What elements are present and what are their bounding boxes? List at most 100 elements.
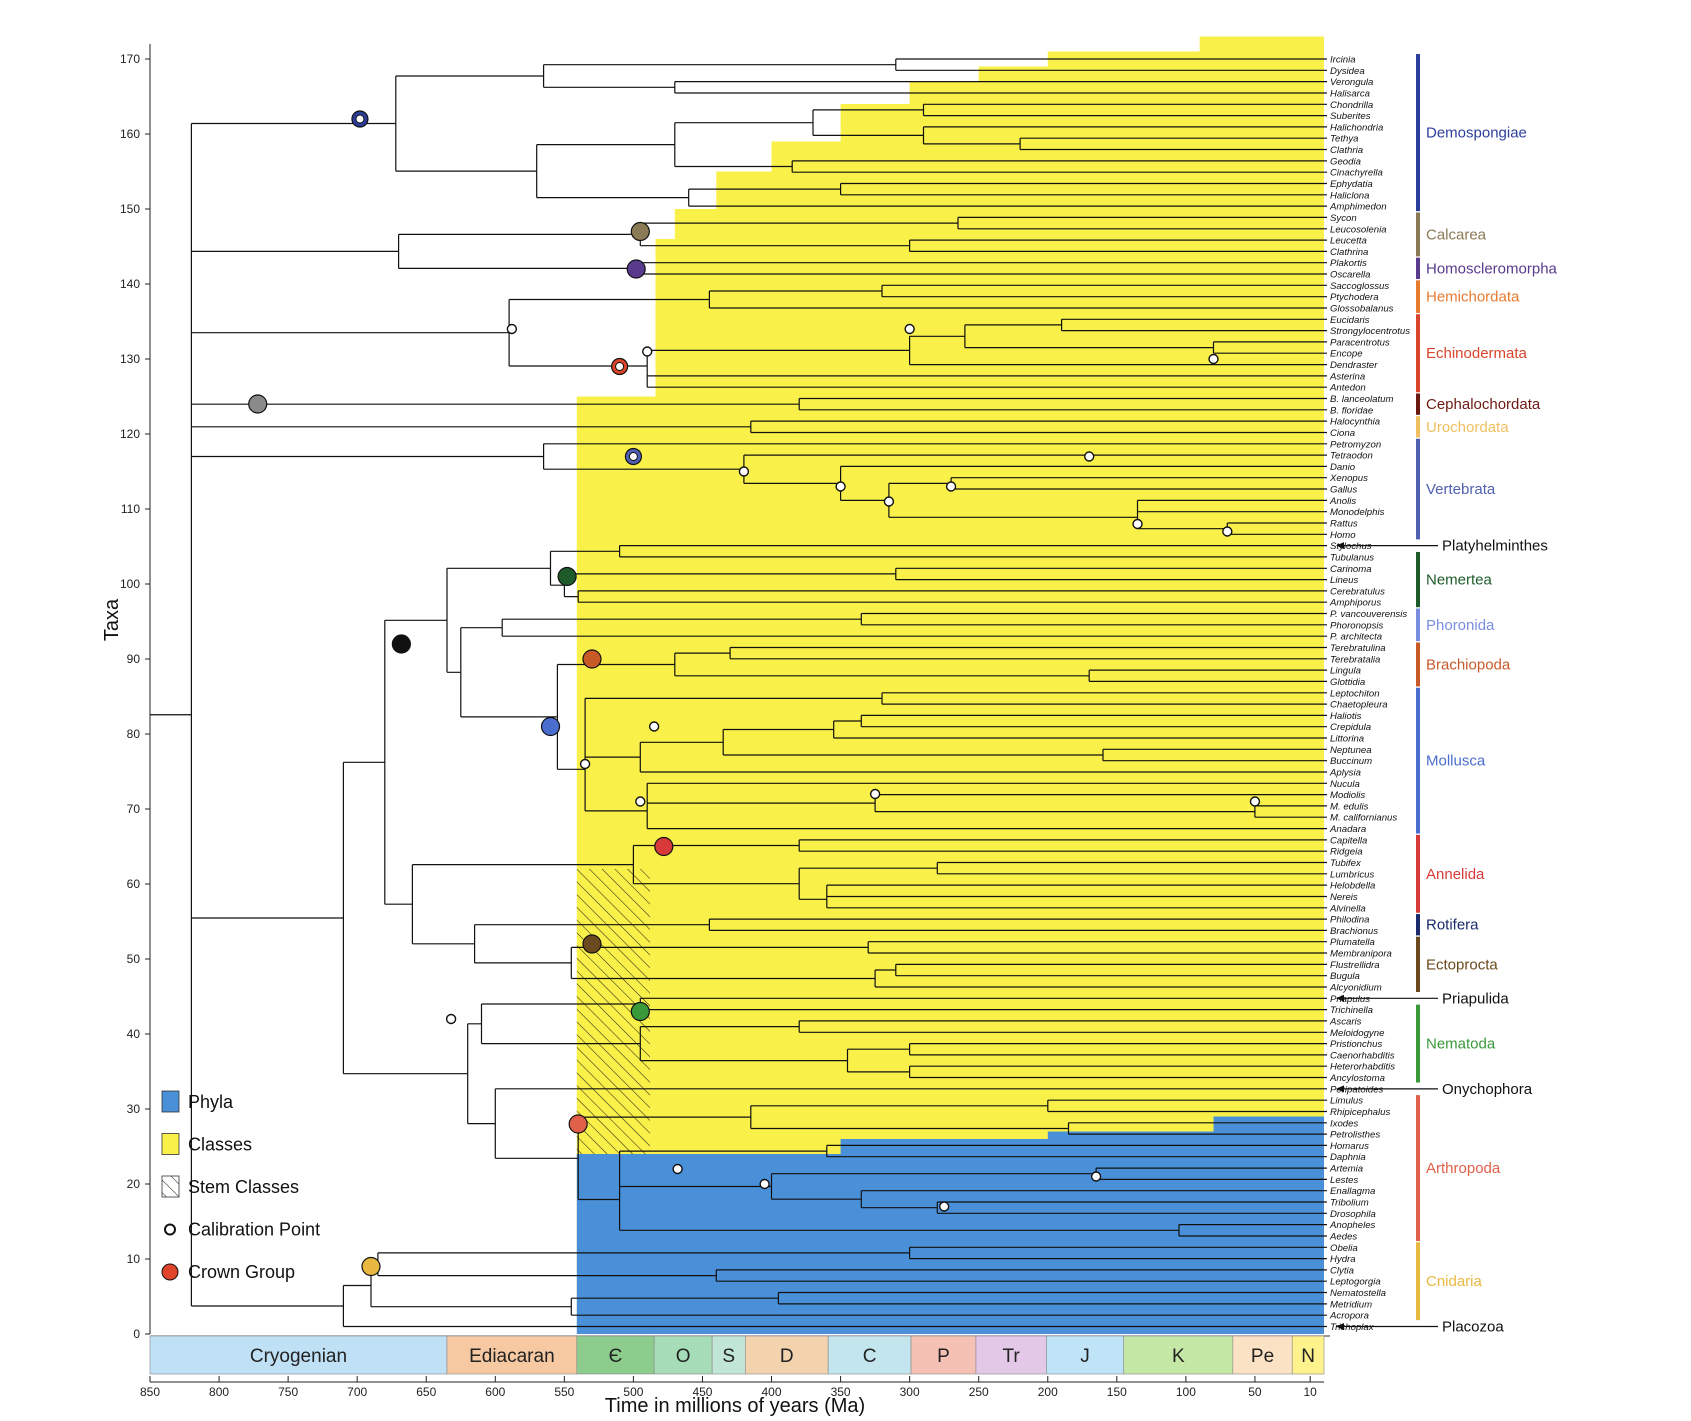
taxon-label: Ciona: [1330, 428, 1355, 439]
taxon-label: Tubulanus: [1330, 552, 1374, 563]
taxon-label: Trichoplax: [1330, 1322, 1375, 1333]
taxon-label: Helobdella: [1330, 881, 1375, 892]
clade-label: Demospongiae: [1426, 125, 1527, 142]
calibration-point: [355, 114, 365, 124]
clade-arrowhead: [1336, 1085, 1344, 1093]
clade-label: Phoronida: [1426, 617, 1495, 634]
taxon-label: Saccoglossus: [1330, 281, 1389, 292]
legend-swatch: [161, 1090, 180, 1113]
period-label: O: [676, 1346, 691, 1367]
x-tick-label: 10: [1304, 1385, 1318, 1399]
clade-label: Vertebrata: [1426, 481, 1496, 498]
taxon-label: Haliotis: [1330, 711, 1362, 722]
clade-label: Brachiopoda: [1426, 656, 1511, 673]
taxon-label: Phoronopsis: [1330, 620, 1384, 631]
taxon-label: Sycon: [1330, 213, 1357, 224]
calibration-point: [835, 481, 846, 492]
taxon-label: Enallagma: [1330, 1186, 1375, 1197]
y-tick-label: 170: [120, 52, 140, 66]
taxon-label: Plumatella: [1330, 937, 1375, 948]
calibration-point: [642, 346, 653, 357]
taxon-label: Ptychodera: [1330, 292, 1379, 303]
taxa-labels: IrciniaDysideaVerongulaHalisarcaChondril…: [1329, 55, 1410, 1334]
taxon-label: Carinoma: [1330, 564, 1372, 575]
taxon-label: Cerebratulus: [1330, 586, 1385, 597]
taxon-label: P. vancouverensis: [1330, 609, 1407, 620]
taxon-label: Homo: [1330, 530, 1356, 541]
taxon-label: Buccinum: [1330, 756, 1372, 767]
taxon-label: Tethya: [1330, 134, 1358, 145]
taxon-label: Monodelphis: [1330, 507, 1385, 518]
crown-group-marker: [540, 716, 561, 737]
y-tick-label: 130: [120, 352, 140, 366]
x-tick-label: 350: [831, 1385, 851, 1399]
taxon-label: Alvinella: [1329, 903, 1366, 914]
taxon-label: Oscarella: [1330, 270, 1371, 281]
calibration-point: [869, 788, 881, 800]
y-tick-label: 60: [127, 877, 141, 891]
taxon-label: Leucetta: [1330, 236, 1367, 247]
crown-group-marker: [557, 566, 577, 587]
period-box: [827, 1335, 912, 1375]
crown-group-marker: [568, 1114, 588, 1134]
taxon-label: Ancylostoma: [1329, 1073, 1385, 1084]
taxon-label: Heterorhabditis: [1330, 1062, 1395, 1073]
taxon-label: Anopheles: [1329, 1220, 1376, 1231]
crown-group-marker: [248, 394, 268, 414]
taxon-label: Bugula: [1330, 971, 1360, 982]
taxon-label: Encope: [1330, 349, 1363, 360]
period-box: [1291, 1335, 1325, 1375]
clade-label: Mollusca: [1426, 753, 1486, 770]
taxon-label: Nereis: [1330, 892, 1358, 903]
x-tick-label: 300: [900, 1385, 920, 1399]
taxon-label: Caenorhabditis: [1330, 1050, 1395, 1061]
taxon-label: Lingula: [1330, 666, 1361, 677]
clade-label: Priapulida: [1442, 990, 1509, 1007]
taxon-label: Dendraster: [1330, 360, 1378, 371]
calibration-point: [1208, 353, 1219, 365]
clade-label: Arthropoda: [1426, 1160, 1501, 1177]
crown-group-marker: [630, 1001, 650, 1022]
clade-label: Platyhelminthes: [1442, 538, 1548, 555]
crown-group-marker: [630, 221, 650, 242]
taxon-label: Peripatoides: [1330, 1084, 1384, 1095]
taxon-label: Haliclona: [1330, 190, 1369, 201]
taxon-label: Modiolis: [1330, 790, 1365, 801]
period-box: [1123, 1335, 1234, 1375]
legend-swatch: [161, 1133, 180, 1155]
calibration-point: [506, 323, 518, 335]
taxon-label: Halisarca: [1330, 88, 1370, 99]
period-label: C: [863, 1346, 877, 1367]
taxon-label: M. californianus: [1330, 813, 1397, 824]
calibration-point: [1090, 1171, 1102, 1182]
taxon-label: Homarus: [1330, 1141, 1369, 1152]
clade-arrowhead: [1336, 994, 1344, 1002]
taxon-label: Nucula: [1330, 779, 1360, 790]
taxon-label: Clathria: [1330, 145, 1363, 156]
legend-marker: [164, 1223, 176, 1236]
taxon-label: Anolis: [1329, 496, 1356, 507]
legend-swatch: [161, 1175, 180, 1198]
taxon-label: Leucosolenia: [1330, 224, 1387, 235]
taxon-label: Dysidea: [1330, 66, 1365, 77]
taxon-label: Crepidula: [1330, 722, 1371, 733]
taxon-label: Nematostella: [1330, 1288, 1386, 1299]
clade-label: Placozoa: [1442, 1319, 1504, 1336]
crown-group-marker: [361, 1256, 381, 1277]
y-axis-label: Taxa: [101, 598, 123, 641]
clade-label: Homoscleromorpha: [1426, 260, 1558, 277]
taxon-label: Amphiporus: [1329, 598, 1381, 609]
taxon-label: Pristionchus: [1330, 1039, 1382, 1050]
taxon-label: Tribolium: [1330, 1198, 1369, 1209]
period-box: [653, 1335, 713, 1375]
clade-label: Rotifera: [1426, 917, 1479, 934]
crown-group-marker: [654, 836, 674, 857]
taxon-label: Obelia: [1330, 1243, 1358, 1254]
calibration-point: [1222, 526, 1233, 537]
clade-arrowhead: [1336, 542, 1344, 550]
calibration-point: [738, 466, 750, 477]
taxon-label: Paracentrotus: [1330, 337, 1390, 348]
taxon-label: Ephydatia: [1330, 179, 1373, 190]
taxon-label: Limulus: [1330, 1096, 1363, 1107]
